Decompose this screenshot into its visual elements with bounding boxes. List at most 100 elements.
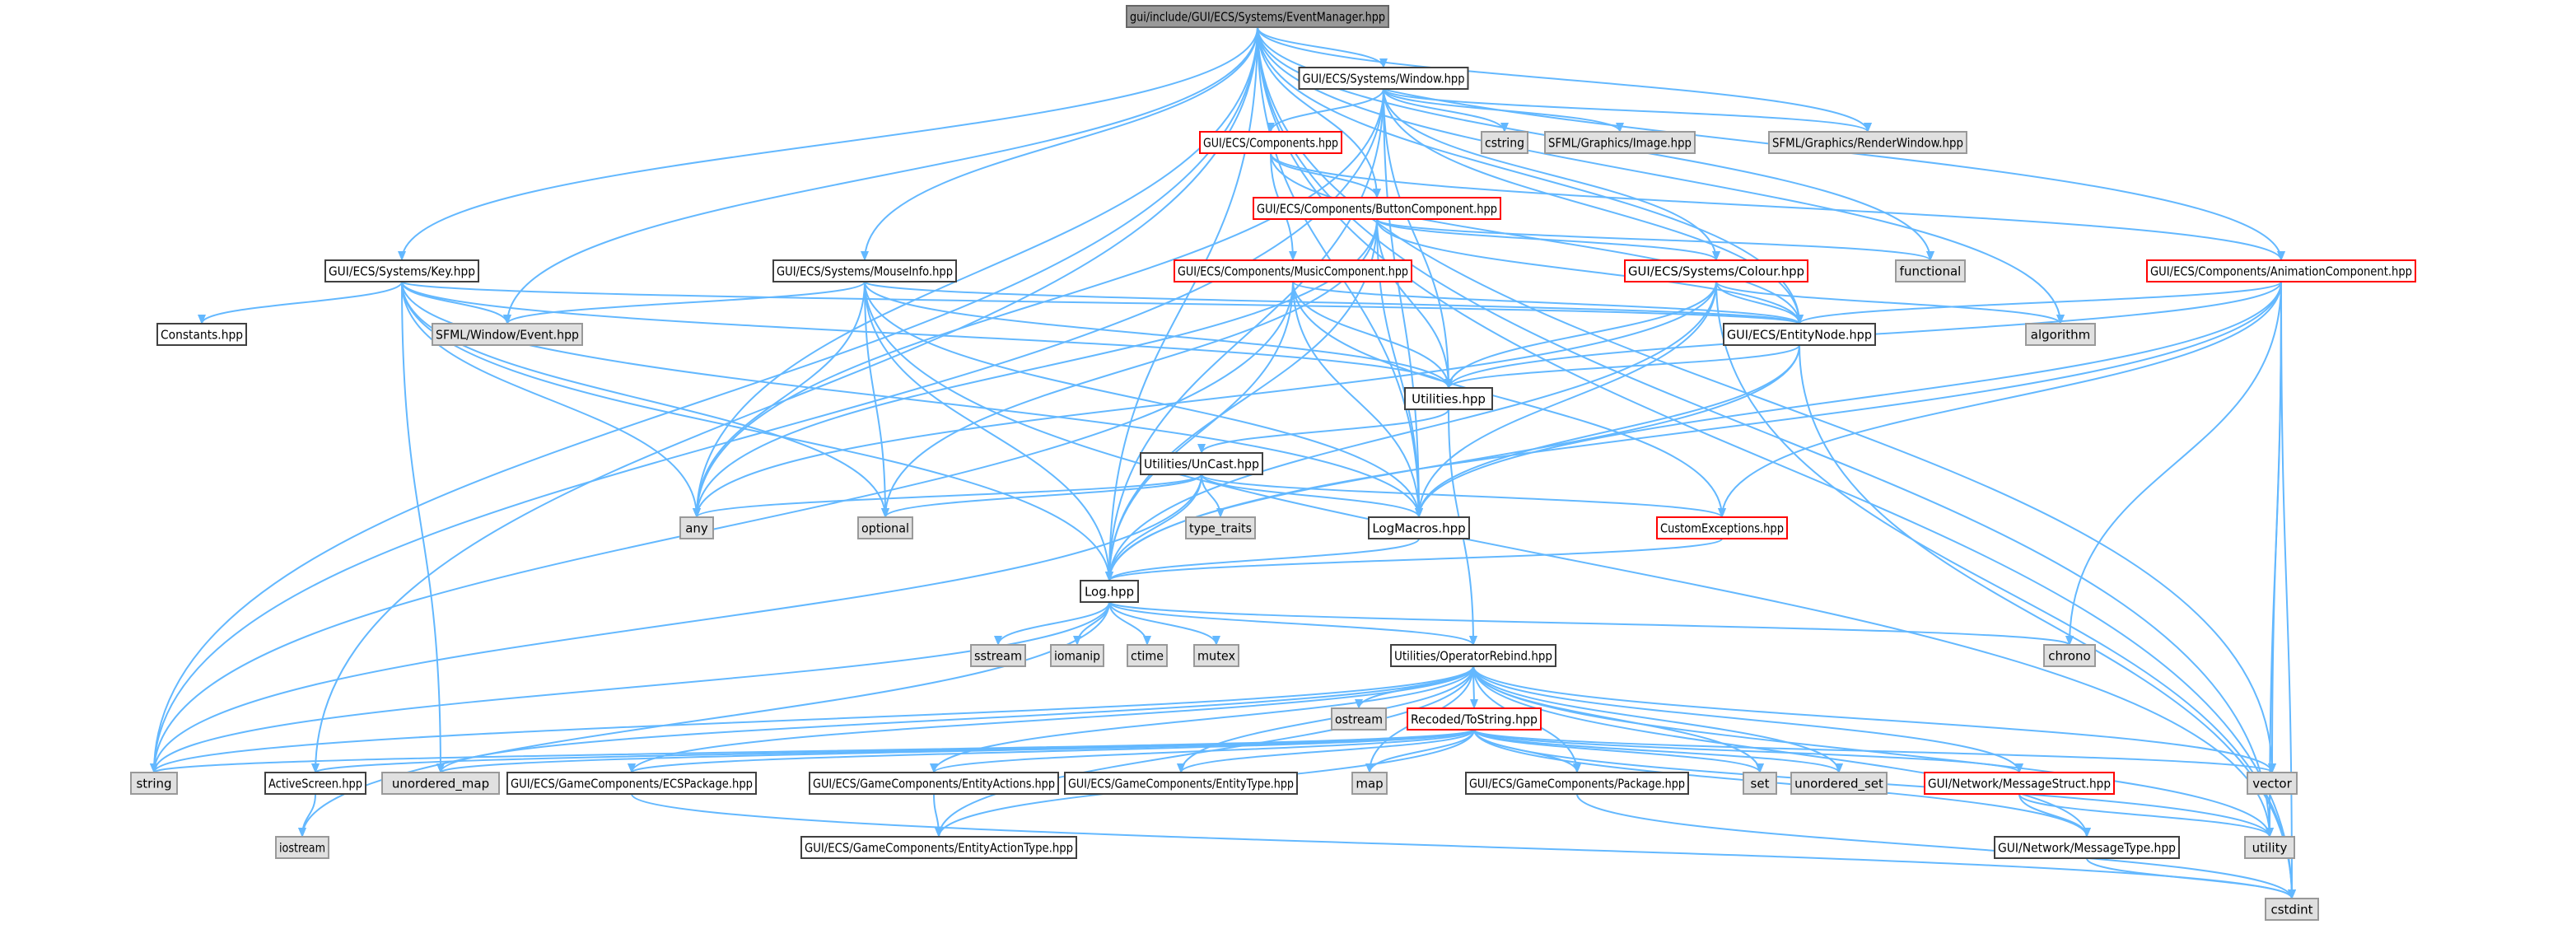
node-label: functional [1900, 264, 1962, 279]
node-box [381, 772, 500, 795]
node-label: string [136, 777, 171, 791]
node-label: GUI/ECS/Components.hpp [1203, 136, 1338, 151]
node-components[interactable]: GUI/ECS/Components.hpp [1199, 131, 1342, 154]
node-package[interactable]: GUI/ECS/GameComponents/Package.hpp [1465, 772, 1689, 795]
node-iostream[interactable]: iostream [275, 836, 329, 859]
edge-uncast-to-any [693, 474, 1202, 518]
node-vector[interactable]: vector [2247, 772, 2298, 795]
node-activescreen[interactable]: ActiveScreen.hpp [264, 772, 366, 795]
edge-msgstruct-to-utility [2018, 793, 2274, 838]
node-sfml_rw[interactable]: SFML/Graphics/RenderWindow.hpp [1768, 131, 1967, 154]
node-ctime[interactable]: ctime [1127, 644, 1168, 667]
edge-colour-to-cstdint [1715, 281, 2296, 899]
node-box [970, 644, 1026, 667]
node-label: Log.hpp [1085, 585, 1134, 600]
edge-entitynode-to-utilities [1444, 344, 1800, 389]
node-box [1199, 131, 1342, 154]
node-label: Utilities/UnCast.hpp [1144, 457, 1259, 472]
node-ecspackage[interactable]: GUI/ECS/GameComponents/ECSPackage.hpp [506, 772, 757, 795]
node-map[interactable]: map [1351, 772, 1388, 795]
edge-uncast-to-log [1105, 474, 1202, 581]
node-box [1544, 131, 1696, 154]
node-box [1743, 772, 1777, 795]
node-any[interactable]: any [679, 516, 714, 539]
edge-oprebind-to-vector [1472, 665, 2276, 773]
edge-recoded-to-umap [436, 729, 1475, 773]
edge-mouseinfo-to-utility [864, 281, 2274, 838]
node-utility[interactable]: utility [2244, 836, 2295, 859]
node-sstream[interactable]: sstream [970, 644, 1026, 667]
edge-mouseinfo-to-entitynode [864, 281, 1804, 324]
node-entitynode[interactable]: GUI/ECS/EntityNode.hpp [1723, 323, 1876, 346]
node-string[interactable]: string [130, 772, 178, 795]
node-logmacros[interactable]: LogMacros.hpp [1368, 516, 1470, 539]
edge-key-to-any [401, 281, 701, 518]
node-entitytype[interactable]: GUI/ECS/GameComponents/EntityType.hpp [1064, 772, 1298, 795]
node-mouseinfo[interactable]: GUI/ECS/Systems/MouseInfo.hpp [772, 259, 957, 282]
node-anim[interactable]: GUI/ECS/Components/AnimationComponent.hp… [2146, 259, 2416, 282]
node-box [432, 323, 583, 346]
node-music[interactable]: GUI/ECS/Components/MusicComponent.hpp [1174, 259, 1412, 282]
edge-anim-to-customexc [1718, 281, 2282, 518]
edge-anim-to-cstdint [2280, 281, 2296, 899]
node-label: unordered_set [1794, 777, 1883, 792]
node-label: cstring [1485, 136, 1524, 151]
node-oprebind[interactable]: Utilities/OperatorRebind.hpp [1390, 644, 1556, 667]
node-umap[interactable]: unordered_map [381, 772, 500, 795]
edge-music-to-entitynode [1292, 281, 1804, 324]
node-mutex[interactable]: mutex [1193, 644, 1239, 667]
node-label: CustomExceptions.hpp [1660, 521, 1784, 536]
node-customexc[interactable]: CustomExceptions.hpp [1656, 516, 1788, 539]
node-entityactions[interactable]: GUI/ECS/GameComponents/EntityActions.hpp [809, 772, 1059, 795]
node-cstring[interactable]: cstring [1481, 131, 1528, 154]
node-sfml_image[interactable]: SFML/Graphics/Image.hpp [1544, 131, 1696, 154]
node-key[interactable]: GUI/ECS/Systems/Key.hpp [324, 259, 479, 282]
edge-oprebind-to-uset [1472, 665, 1843, 773]
edge-oprebind-to-ecspackage [628, 665, 1474, 773]
edge-package-to-cstdint [1576, 793, 2296, 899]
node-functional[interactable]: functional [1895, 259, 1966, 282]
edge-button-to-utilities [1376, 218, 1453, 389]
node-label: GUI/Network/MessageStruct.hpp [1928, 777, 2111, 791]
node-msgtype[interactable]: GUI/Network/MessageType.hpp [1994, 836, 2180, 859]
node-iomanip[interactable]: iomanip [1050, 644, 1104, 667]
node-sfml_event[interactable]: SFML/Window/Event.hpp [432, 323, 583, 346]
node-box [2025, 323, 2096, 346]
node-ostream[interactable]: ostream [1331, 707, 1387, 731]
edge-root-to-mouseinfo [861, 26, 1258, 261]
node-chrono[interactable]: chrono [2043, 644, 2096, 667]
node-button[interactable]: GUI/ECS/Components/ButtonComponent.hpp [1253, 197, 1501, 220]
node-type_traits[interactable]: type_traits [1185, 516, 1256, 539]
node-log[interactable]: Log.hpp [1080, 580, 1139, 603]
node-msgstruct[interactable]: GUI/Network/MessageStruct.hpp [1924, 772, 2115, 795]
edge-button-to-entitynode [1376, 218, 1804, 324]
node-cstdint[interactable]: cstdint [2265, 898, 2319, 921]
edge-utilities-to-uncast [1197, 408, 1449, 454]
node-label: SFML/Graphics/RenderWindow.hpp [1772, 136, 1963, 151]
node-box [857, 516, 913, 539]
edge-colour-to-algorithm [1715, 281, 2065, 324]
node-recoded[interactable]: Recoded/ToString.hpp [1407, 707, 1542, 731]
edge-entitynode-to-log [1105, 344, 1800, 581]
node-entityactiontype[interactable]: GUI/ECS/GameComponents/EntityActionType.… [800, 836, 1077, 859]
node-colour[interactable]: GUI/ECS/Systems/Colour.hpp [1624, 259, 1808, 282]
node-label: vector [2252, 777, 2292, 791]
node-uset[interactable]: unordered_set [1790, 772, 1888, 795]
node-set[interactable]: set [1743, 772, 1777, 795]
node-box [2043, 644, 2096, 667]
node-label: GUI/ECS/GameComponents/EntityType.hpp [1068, 777, 1294, 791]
node-window[interactable]: GUI/ECS/Systems/Window.hpp [1298, 67, 1469, 90]
node-uncast[interactable]: Utilities/UnCast.hpp [1140, 452, 1263, 475]
node-box [275, 836, 329, 859]
node-constants[interactable]: Constants.hpp [156, 323, 247, 346]
node-box [800, 836, 1077, 859]
node-box [1723, 323, 1876, 346]
node-root[interactable]: gui/include/GUI/ECS/Systems/EventManager… [1126, 5, 1389, 28]
node-optional[interactable]: optional [857, 516, 913, 539]
node-algorithm[interactable]: algorithm [2025, 323, 2096, 346]
node-utilities[interactable]: Utilities.hpp [1404, 387, 1493, 410]
node-label: set [1751, 777, 1770, 791]
edge-key-to-constants [198, 281, 403, 324]
edge-root-to-key [398, 26, 1258, 261]
